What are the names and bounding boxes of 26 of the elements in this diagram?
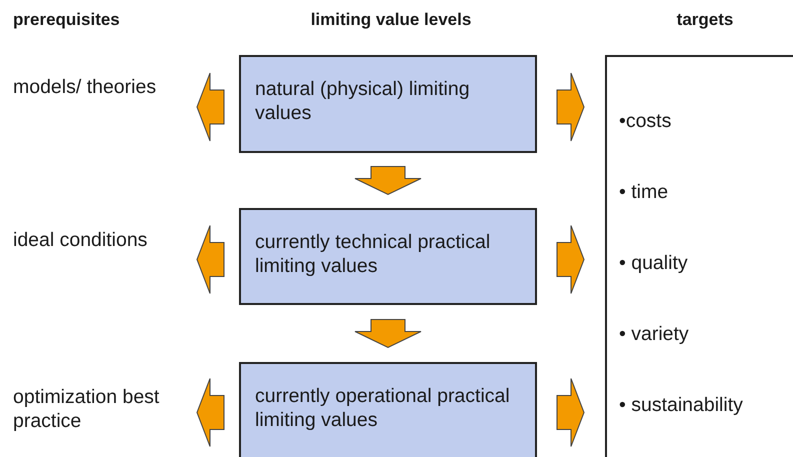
column-heading: limiting value levels	[310, 10, 472, 30]
target-item: • sustainability	[619, 393, 743, 417]
block-arrow	[354, 319, 422, 348]
target-item: •costs	[619, 109, 672, 133]
level-box	[239, 208, 537, 305]
block-arrow	[556, 72, 585, 142]
level-box	[239, 362, 537, 457]
block-arrow	[556, 225, 585, 294]
block-arrow	[196, 72, 224, 142]
prerequisite-text: optimization best practice	[13, 385, 183, 433]
column-heading: targets	[676, 10, 734, 30]
block-arrow	[556, 378, 585, 447]
block-arrow	[354, 166, 422, 196]
prerequisite-text: ideal conditions	[13, 228, 183, 252]
level-text: currently operational practical limiting values	[255, 384, 511, 432]
targets-panel	[605, 55, 793, 457]
target-item: • variety	[619, 322, 689, 346]
block-arrow	[196, 378, 224, 447]
block-arrow	[196, 225, 224, 294]
column-heading: prerequisites	[13, 10, 120, 30]
target-item: • quality	[619, 251, 688, 275]
target-item: • time	[619, 180, 668, 204]
level-text: natural (physical) limiting values	[255, 77, 471, 125]
prerequisite-text: models/ theories	[13, 75, 183, 99]
level-text: currently technical practical limiting values	[255, 230, 492, 278]
level-box	[239, 55, 537, 153]
